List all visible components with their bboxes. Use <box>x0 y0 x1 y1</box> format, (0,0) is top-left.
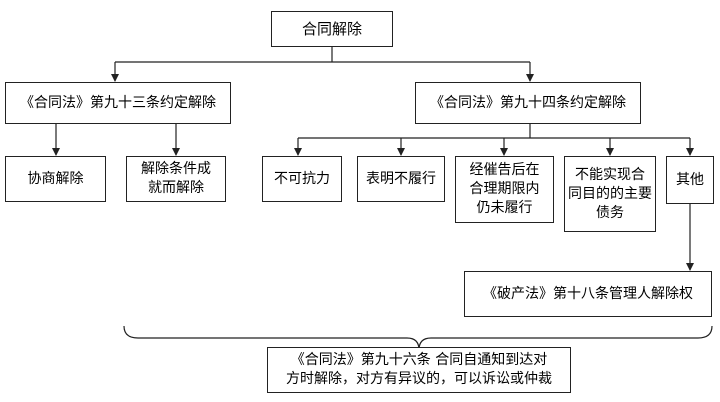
node-art96-label: 《合同法》第九十六条 合同自通知到达对 方时解除，对方有异议的，可以诉讼或仲裁 <box>286 352 552 387</box>
node-art93: 《合同法》第九十三条约定解除 <box>5 82 231 124</box>
node-overdue-label: 经催告后在 合理期限内 仍未履行 <box>469 162 540 216</box>
node-bankruptcy: 《破产法》第十八条管理人解除权 <box>464 271 712 317</box>
node-other: 其他 <box>666 156 714 204</box>
node-refusal: 表明不履行 <box>357 156 445 202</box>
node-force-majeure: 不可抗力 <box>262 156 342 202</box>
node-condition: 解除条件成 就而解除 <box>126 156 226 202</box>
node-root: 合同解除 <box>271 11 393 47</box>
node-other-label: 其他 <box>676 171 704 188</box>
node-condition-label: 解除条件成 就而解除 <box>141 161 211 196</box>
node-art94-label: 《合同法》第九十四条约定解除 <box>430 94 626 111</box>
node-purpose: 不能实现合 同目的的主要 债务 <box>564 156 656 232</box>
node-overdue: 经催告后在 合理期限内 仍未履行 <box>455 156 554 223</box>
node-mutual: 协商解除 <box>5 156 106 202</box>
node-art93-label: 《合同法》第九十三条约定解除 <box>20 94 216 111</box>
node-art94: 《合同法》第九十四条约定解除 <box>415 82 641 124</box>
node-bankruptcy-label: 《破产法》第十八条管理人解除权 <box>483 285 693 302</box>
node-art96: 《合同法》第九十六条 合同自通知到达对 方时解除，对方有异议的，可以诉讼或仲裁 <box>267 347 571 393</box>
node-force-majeure-label: 不可抗力 <box>274 170 330 187</box>
node-purpose-label: 不能实现合 同目的的主要 债务 <box>568 166 652 221</box>
node-refusal-label: 表明不履行 <box>366 170 436 187</box>
node-root-label: 合同解除 <box>301 19 362 38</box>
node-mutual-label: 协商解除 <box>27 170 84 187</box>
